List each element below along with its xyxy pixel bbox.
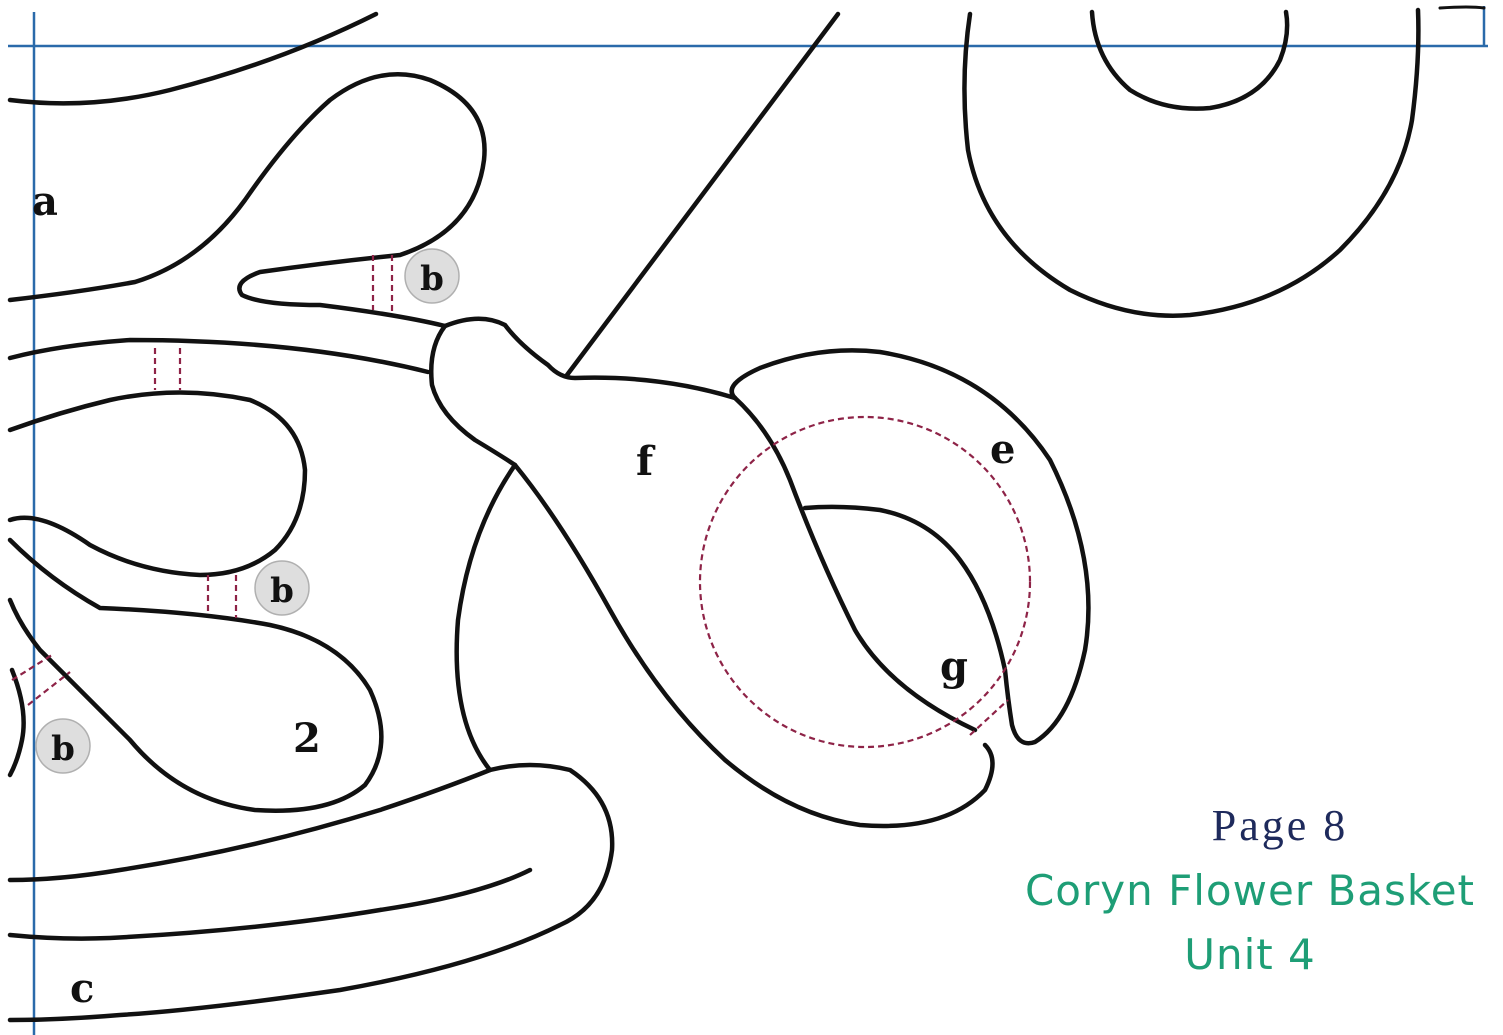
flower-petal-e — [732, 350, 1089, 743]
piece-label-g: g — [940, 643, 968, 690]
pattern-title: Coryn Flower Basket — [990, 866, 1503, 915]
svg-text:b: b — [270, 571, 294, 611]
page-number: Page 8 — [1020, 800, 1503, 851]
piece-label-a: a — [32, 178, 58, 225]
leaf-left-edge — [10, 670, 24, 775]
corner-mark — [1440, 7, 1484, 8]
stem-diagonal — [567, 14, 838, 375]
piece-a-top-arc — [10, 14, 376, 103]
stem-branch — [457, 465, 515, 770]
piece-label-f: f — [636, 438, 656, 485]
unit-label: Unit 4 — [990, 930, 1503, 979]
piece-label-c: c — [70, 965, 94, 1012]
piece-label-e: e — [990, 426, 1015, 473]
stem-inner-sweep — [735, 398, 975, 730]
flower-top-right-outline — [964, 10, 1418, 316]
marker-b-left: b — [36, 719, 90, 773]
seam-mark-left-1 — [12, 655, 52, 680]
stem-outline — [10, 319, 735, 398]
marker-b-upper: b — [405, 249, 459, 303]
stem-main-sweep — [515, 465, 993, 826]
leaf-middle-outline — [10, 393, 305, 576]
placement-circle — [700, 417, 1030, 747]
piece-c-outline — [10, 765, 612, 1020]
stem-neck — [431, 326, 515, 465]
flower-top-right-center — [1092, 12, 1287, 109]
marker-b-lower: b — [255, 561, 309, 615]
svg-text:b: b — [51, 729, 75, 769]
piece-label-2: 2 — [293, 715, 321, 762]
svg-text:b: b — [420, 259, 444, 299]
